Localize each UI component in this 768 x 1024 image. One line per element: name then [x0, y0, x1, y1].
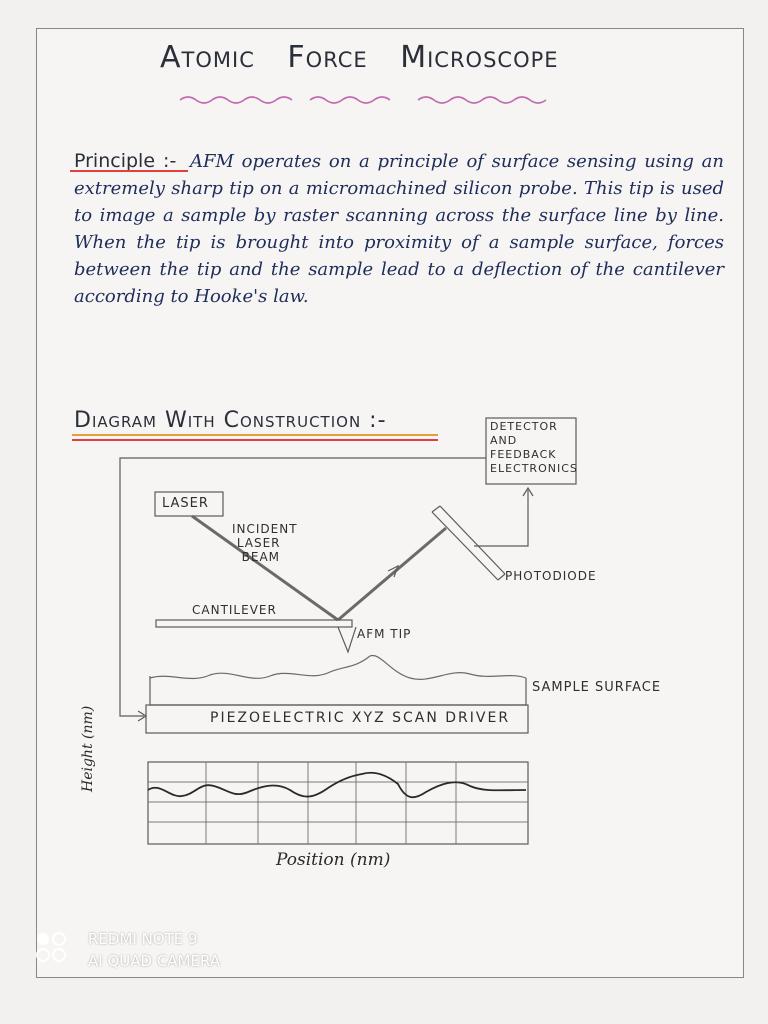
diagram-underline-1 — [72, 434, 438, 436]
graph-y-axis-label: Height (nm) — [80, 705, 96, 792]
principle-text: AFM operates on a principle of surface s… — [74, 151, 724, 307]
principle-heading: Principle :- — [74, 150, 177, 172]
piezo-driver-label: PIEZOELECTRIC XYZ SCAN DRIVER — [210, 710, 511, 726]
watermark-line-2: AI QUAD CAMERA — [88, 952, 221, 970]
cantilever-label: CANTILEVER — [192, 603, 277, 617]
diagram-underline-2 — [72, 439, 438, 441]
title-word-force: Force — [287, 40, 368, 75]
incident-beam-label: INCIDENT LASER BEAM — [232, 522, 298, 564]
laser-label: LASER — [162, 496, 209, 511]
afm-tip-label: AFM TIP — [357, 627, 412, 641]
camera-watermark: REDMI NOTE 9 AI QUAD CAMERA — [88, 928, 220, 972]
title-word-atomic: Atomic — [160, 40, 255, 75]
paper-sheet — [36, 28, 744, 978]
title-word-microscope: Microscope — [400, 40, 559, 75]
watermark-line-1: REDMI NOTE 9 — [88, 930, 198, 948]
camera-watermark-icon — [36, 932, 66, 962]
principle-underline — [70, 170, 188, 172]
detector-label: DETECTOR AND FEEDBACK ELECTRONICS — [490, 420, 578, 475]
graph-x-axis-label: Position (nm) — [276, 850, 391, 870]
diagram-heading: Diagram With Construction :- — [74, 408, 387, 433]
sample-surface-label: SAMPLE SURFACE — [532, 680, 662, 695]
principle-paragraph: Principle :- AFM operates on a principle… — [74, 148, 724, 310]
page-title: Atomic Force Microscope — [160, 40, 600, 106]
photodiode-label: PHOTODIODE — [505, 569, 597, 583]
